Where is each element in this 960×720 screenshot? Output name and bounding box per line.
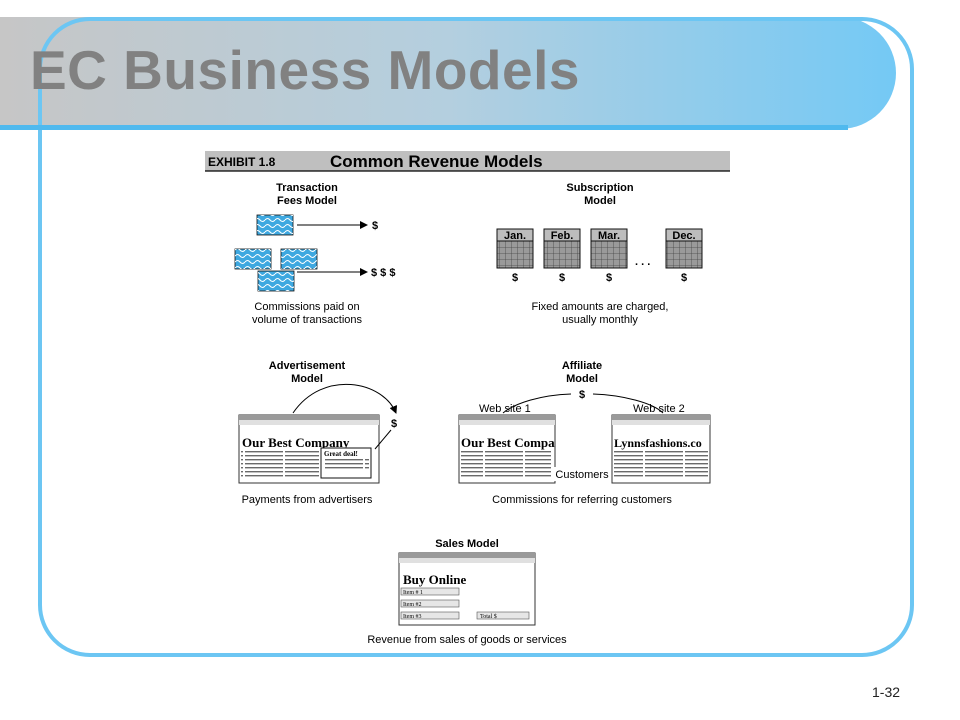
- advertisement-heading-line2: Model: [291, 373, 323, 385]
- advertisement-caption: Payments from advertisers: [242, 494, 373, 506]
- connector-line: [374, 429, 392, 450]
- transaction-fees-model: Transaction Fees Model $ $ $ $ Commissio…: [234, 182, 395, 326]
- ad-text: Great deal!: [324, 450, 358, 458]
- money-bill-icon: [256, 214, 294, 236]
- sales-item-1: Item # 1: [403, 590, 423, 596]
- sales-total: Total $: [480, 613, 497, 620]
- exhibit-header-bar: [205, 151, 730, 171]
- money-bill-icon: [234, 248, 272, 270]
- transaction-caption-line1: Commissions paid on: [254, 301, 359, 313]
- money-bill-icon: [280, 248, 318, 270]
- transaction-heading-line2: Fees Model: [277, 195, 337, 207]
- transaction-multiple-fees: $ $ $: [371, 267, 395, 279]
- month-feb: Feb.: [551, 230, 574, 242]
- subscription-heading-line2: Model: [584, 195, 616, 207]
- affiliate-site1-label: Web site 1: [479, 403, 531, 415]
- subscription-payment: $: [512, 272, 518, 284]
- connector-line: [592, 393, 664, 414]
- calendar-icon: Mar.: [590, 228, 628, 269]
- sales-heading: Sales Model: [435, 538, 499, 550]
- transaction-heading-line1: Transaction: [276, 182, 338, 194]
- transaction-caption-line2: volume of transactions: [252, 314, 363, 326]
- total-field: [476, 611, 530, 620]
- browser-window: Our Best Company Great deal!: [238, 414, 380, 484]
- sales-model: Sales Model Buy Online Item # 1 Item #2 …: [367, 538, 567, 646]
- ad-banner: Great deal!: [320, 447, 372, 479]
- slide-number: 1-32: [872, 684, 901, 700]
- affiliate-caption: Commissions for referring customers: [492, 494, 672, 506]
- exhibit-figure: EXHIBIT 1.8 Common Revenue Models Transa…: [205, 151, 730, 646]
- month-jan: Jan.: [504, 230, 526, 242]
- money-bill-icon: [257, 270, 295, 292]
- subscription-payment: $: [559, 272, 565, 284]
- title-underline: [0, 125, 848, 130]
- affiliate-heading-line2: Model: [566, 373, 598, 385]
- affiliate-site2-label: Web site 2: [633, 403, 685, 415]
- slide-title: EC Business Models: [30, 39, 580, 101]
- calendar-icon: Feb.: [543, 228, 581, 269]
- sales-page-title: Buy Online: [403, 572, 466, 587]
- calendar-icon: Jan.: [496, 228, 534, 269]
- affiliate-site2-title: Lynnsfashions.co: [614, 436, 702, 450]
- subscription-heading-line1: Subscription: [566, 182, 634, 194]
- subscription-caption-line1: Fixed amounts are charged,: [532, 301, 669, 313]
- item-field: [400, 587, 460, 596]
- affiliate-heading-line1: Affiliate: [562, 360, 602, 372]
- affiliate-site1-title: Our Best Compa: [461, 435, 555, 450]
- subscription-caption-line2: usually monthly: [562, 314, 638, 326]
- item-field: [400, 611, 460, 620]
- advertisement-heading-line1: Advertisement: [269, 360, 346, 372]
- transaction-single-fee: $: [372, 220, 378, 232]
- subscription-ellipsis: . . .: [635, 256, 650, 268]
- affiliate-payment: $: [579, 389, 585, 401]
- item-field: [400, 599, 460, 608]
- advertisement-page-title: Our Best Company: [242, 435, 350, 450]
- subscription-payment: $: [606, 272, 612, 284]
- connector-line: [502, 393, 572, 414]
- month-mar: Mar.: [598, 230, 620, 242]
- affiliate-model: Affiliate Model $ Web site 1 Web site 2 …: [458, 360, 711, 506]
- exhibit-header: EXHIBIT 1.8 Common Revenue Models: [205, 151, 730, 172]
- advertisement-payment: $: [391, 418, 397, 430]
- calendar-icon: Dec.: [665, 228, 703, 269]
- exhibit-title: Common Revenue Models: [330, 152, 543, 171]
- exhibit-number: EXHIBIT 1.8: [208, 155, 276, 169]
- browser-window-site1: Our Best Compa: [458, 414, 556, 484]
- subscription-payment: $: [681, 272, 687, 284]
- sales-item-3: Item #3: [403, 614, 422, 620]
- browser-window-sales: Buy Online Item # 1 Item #2 Item #3 Tota…: [398, 552, 536, 626]
- slide-frame: [38, 17, 914, 657]
- customers-label-bg: [554, 467, 610, 481]
- arrow-icon: [292, 383, 398, 414]
- title-bar: [0, 17, 896, 129]
- advertisement-model: Advertisement Model Our Best Company Gre…: [238, 360, 398, 506]
- sales-item-2: Item #2: [403, 602, 422, 608]
- month-dec: Dec.: [672, 230, 695, 242]
- subscription-model: Subscription Model Jan. Feb. Mar. . . . …: [496, 182, 703, 326]
- affiliate-customers: Customers: [555, 469, 609, 481]
- browser-window-site2: Lynnsfashions.co: [611, 414, 711, 484]
- sales-caption: Revenue from sales of goods or services: [367, 634, 567, 646]
